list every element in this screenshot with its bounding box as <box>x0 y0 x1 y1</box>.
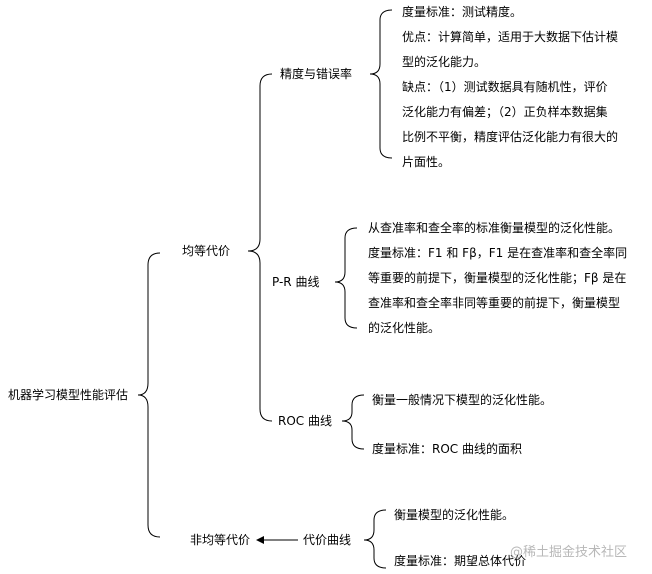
note-line: 的泛化性能。 <box>368 321 441 335</box>
unequal-cost-label: 非均等代价 <box>190 533 251 547</box>
note-line: 型的泛化能力。 <box>402 55 487 69</box>
note-line: 等重要的前提下，衡量模型的泛化性能；Fβ 是在 <box>368 271 627 285</box>
equal-brace <box>247 73 273 422</box>
pr-brace <box>334 227 358 329</box>
note-line: 片面性。 <box>402 155 451 169</box>
pr-curve-label: P-R 曲线 <box>272 275 320 289</box>
accuracy-label: 精度与错误率 <box>280 67 353 81</box>
note-line: 查准率和查全率非同等重要的前提下，衡量模型 <box>368 296 621 310</box>
roc-note-2: 度量标准：ROC 曲线的面积 <box>372 442 522 456</box>
accuracy-notes: 度量标准：测试精度。 优点：计算简单，适用于大数据下估计模 型的泛化能力。 缺点… <box>402 0 618 175</box>
cost-brace <box>363 509 387 569</box>
cost-note-2: 度量标准：期望总体代价 <box>394 554 527 568</box>
note-line: 比例不平衡，精度评估泛化能力有很大的 <box>402 130 619 144</box>
roc-brace <box>341 394 365 450</box>
pr-notes: 从查准率和查全率的标准衡量模型的泛化性能。 度量标准：F1 和 Fβ，F1 是在… <box>368 216 627 341</box>
root-label: 机器学习模型性能评估 <box>8 388 129 402</box>
note-line: 度量标准：F1 和 Fβ，F1 是在查准率和查全率同 <box>368 246 628 260</box>
note-line: 泛化能力有偏差；（2）正负样本数据集 <box>402 105 608 119</box>
note-line: 缺点：（1）测试数据具有随机性，评价 <box>402 80 608 94</box>
cost-curve-label: 代价曲线 <box>303 533 352 547</box>
accuracy-brace <box>369 9 393 159</box>
equal-cost-label: 均等代价 <box>182 244 231 258</box>
root-brace <box>137 252 161 538</box>
note-line: 度量标准：测试精度。 <box>402 5 523 19</box>
cost-arrow-head <box>256 536 264 544</box>
note-line: 从查准率和查全率的标准衡量模型的泛化性能。 <box>368 221 621 235</box>
cost-note-1: 衡量模型的泛化性能。 <box>394 508 515 522</box>
watermark: @稀土掘金技术社区 <box>510 545 628 560</box>
roc-curve-label: ROC 曲线 <box>278 414 332 428</box>
roc-note-1: 衡量一般情况下模型的泛化性能。 <box>372 393 553 407</box>
note-line: 优点：计算简单，适用于大数据下估计模 <box>402 30 619 44</box>
